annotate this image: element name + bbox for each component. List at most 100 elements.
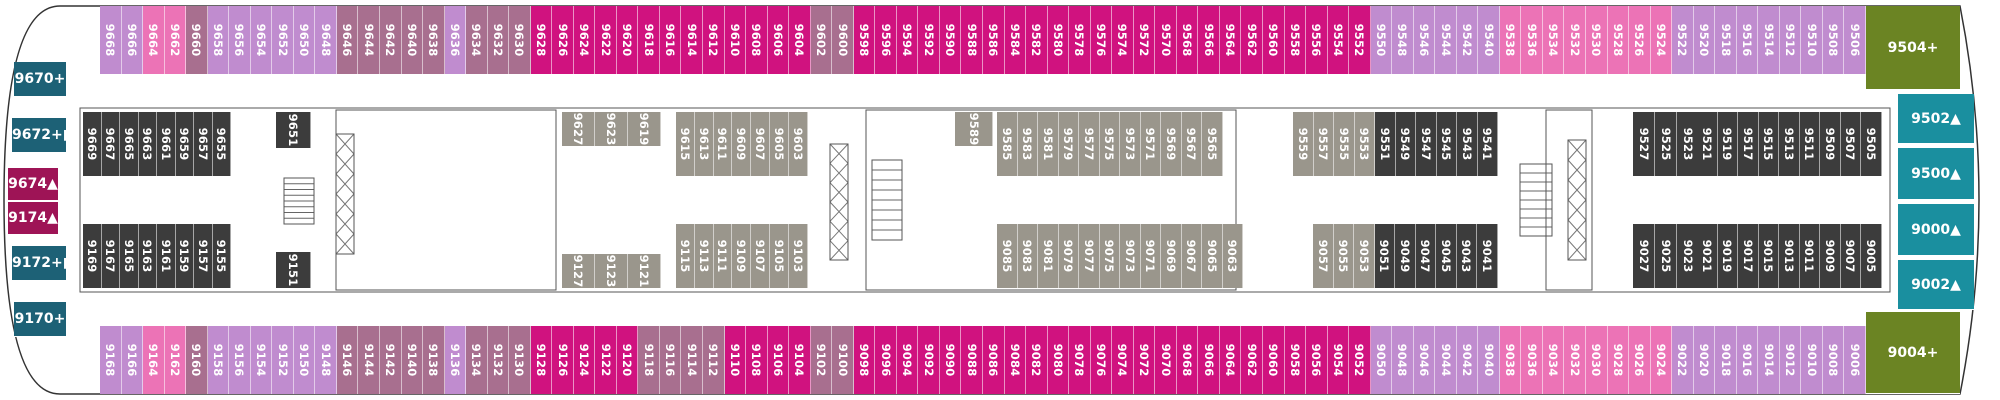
cabin-9574[interactable]: 9574 (1112, 6, 1134, 74)
cabin-9122[interactable]: 9122 (595, 326, 617, 394)
cabin-9126[interactable]: 9126 (552, 326, 574, 394)
cabin-9581[interactable]: 9581 (1038, 112, 1059, 176)
cabin-9160[interactable]: 9160 (186, 326, 208, 394)
cabin-9525[interactable]: 9525 (1655, 112, 1677, 176)
cabin-9060[interactable]: 9060 (1262, 326, 1285, 394)
cabin-9123[interactable]: 9123 (595, 254, 628, 288)
cabin-9588[interactable]: 9588 (961, 6, 983, 74)
cabin-9572[interactable]: 9572 (1133, 6, 1156, 74)
cabin-9571[interactable]: 9571 (1140, 112, 1161, 176)
cabin-9657[interactable]: 9657 (194, 112, 213, 176)
cabin-9088[interactable]: 9088 (961, 326, 983, 394)
cabin-9642[interactable]: 9642 (379, 6, 402, 74)
cabin-9072[interactable]: 9072 (1133, 326, 1156, 394)
cabin-9103[interactable]: 9103 (788, 224, 808, 288)
cabin-9661[interactable]: 9661 (157, 112, 176, 176)
cabin-9513[interactable]: 9513 (1779, 112, 1800, 176)
cabin-9569[interactable]: 9569 (1161, 112, 1182, 176)
cabin-9536[interactable]: 9536 (1521, 6, 1543, 74)
cabin-9619[interactable]: 9619 (628, 112, 661, 146)
cabin-9005[interactable]: 9005 (1861, 224, 1882, 288)
cabin-9626[interactable]: 9626 (552, 6, 574, 74)
cabin-9151[interactable]: 9151 (276, 252, 311, 288)
cabin-9162[interactable]: 9162 (164, 326, 187, 394)
cabin-9585[interactable]: 9585 (997, 112, 1018, 176)
cabin-9084[interactable]: 9084 (1004, 326, 1027, 394)
cabin-9165[interactable]: 9165 (120, 224, 139, 288)
cabin-9142[interactable]: 9142 (379, 326, 402, 394)
cabin-9042[interactable]: 9042 (1456, 326, 1479, 394)
cabin-9663[interactable]: 9663 (138, 112, 157, 176)
cabin-9071[interactable]: 9071 (1140, 224, 1161, 288)
cabin-9164[interactable]: 9164 (143, 326, 165, 394)
cabin-9622[interactable]: 9622 (595, 6, 617, 74)
cabin-9667[interactable]: 9667 (101, 112, 120, 176)
cabin-9128[interactable]: 9128 (530, 326, 553, 394)
cabin-9054[interactable]: 9054 (1327, 326, 1350, 394)
cabin-9045[interactable]: 9045 (1436, 224, 1457, 288)
cabin-9020[interactable]: 9020 (1693, 326, 1716, 394)
cabin-9065[interactable]: 9065 (1202, 224, 1223, 288)
cabin-9528[interactable]: 9528 (1607, 6, 1630, 74)
cabin-9066[interactable]: 9066 (1198, 326, 1220, 394)
cabin-9010[interactable]: 9010 (1801, 326, 1823, 394)
cabin-9665[interactable]: 9665 (120, 112, 139, 176)
cabin-9078[interactable]: 9078 (1069, 326, 1091, 394)
cabin-9008[interactable]: 9008 (1822, 326, 1845, 394)
cabin-9140[interactable]: 9140 (401, 326, 424, 394)
cabin-9100[interactable]: 9100 (832, 326, 854, 394)
cabin-9120[interactable]: 9120 (616, 326, 639, 394)
cabin-9107[interactable]: 9107 (751, 224, 770, 288)
cabin-9658[interactable]: 9658 (207, 6, 230, 74)
cabin-9041[interactable]: 9041 (1477, 224, 1498, 288)
cabin-9086[interactable]: 9086 (983, 326, 1005, 394)
cabin-9583[interactable]: 9583 (1017, 112, 1038, 176)
suite-9174[interactable]: 9174▲ (8, 202, 58, 235)
cabin-9092[interactable]: 9092 (918, 326, 940, 394)
cabin-9019[interactable]: 9019 (1717, 224, 1738, 288)
cabin-9159[interactable]: 9159 (175, 224, 194, 288)
cabin-9555[interactable]: 9555 (1334, 112, 1355, 176)
cabin-9584[interactable]: 9584 (1004, 6, 1027, 74)
cabin-9011[interactable]: 9011 (1799, 224, 1820, 288)
cabin-9559[interactable]: 9559 (1293, 112, 1314, 176)
cabin-9077[interactable]: 9077 (1079, 224, 1100, 288)
cabin-9146[interactable]: 9146 (336, 326, 359, 394)
cabin-9155[interactable]: 9155 (212, 224, 231, 288)
cabin-9098[interactable]: 9098 (853, 326, 876, 394)
cabin-9052[interactable]: 9052 (1349, 326, 1371, 394)
cabin-9016[interactable]: 9016 (1736, 326, 1759, 394)
cabin-9560[interactable]: 9560 (1262, 6, 1285, 74)
cabin-9132[interactable]: 9132 (487, 326, 510, 394)
suite-9670[interactable]: 9670+ (14, 62, 66, 97)
cabin-9118[interactable]: 9118 (638, 326, 660, 394)
cabin-9604[interactable]: 9604 (789, 6, 811, 74)
cabin-9627[interactable]: 9627 (562, 112, 595, 146)
cabin-9046[interactable]: 9046 (1413, 326, 1436, 394)
cabin-9519[interactable]: 9519 (1717, 112, 1738, 176)
cabin-9669[interactable]: 9669 (83, 112, 102, 176)
cabin-9602[interactable]: 9602 (810, 6, 833, 74)
cabin-9548[interactable]: 9548 (1392, 6, 1414, 74)
cabin-9554[interactable]: 9554 (1327, 6, 1350, 74)
cabin-9090[interactable]: 9090 (939, 326, 962, 394)
cabin-9607[interactable]: 9607 (751, 112, 770, 176)
cabin-9567[interactable]: 9567 (1181, 112, 1202, 176)
cabin-9512[interactable]: 9512 (1779, 6, 1802, 74)
cabin-9116[interactable]: 9116 (659, 326, 682, 394)
cabin-9521[interactable]: 9521 (1697, 112, 1718, 176)
cabin-9074[interactable]: 9074 (1112, 326, 1134, 394)
cabin-9557[interactable]: 9557 (1313, 112, 1334, 176)
cabin-9564[interactable]: 9564 (1219, 6, 1242, 74)
cabin-9651[interactable]: 9651 (276, 112, 311, 148)
cabin-9051[interactable]: 9051 (1374, 224, 1395, 288)
cabin-9510[interactable]: 9510 (1801, 6, 1823, 74)
cabin-9156[interactable]: 9156 (229, 326, 251, 394)
cabin-9568[interactable]: 9568 (1176, 6, 1199, 74)
suite-9000[interactable]: 9000▲ (1898, 204, 1974, 256)
cabin-9520[interactable]: 9520 (1693, 6, 1716, 74)
cabin-9654[interactable]: 9654 (250, 6, 273, 74)
cabin-9115[interactable]: 9115 (676, 224, 695, 288)
cabin-9609[interactable]: 9609 (732, 112, 752, 176)
cabin-9640[interactable]: 9640 (401, 6, 424, 74)
